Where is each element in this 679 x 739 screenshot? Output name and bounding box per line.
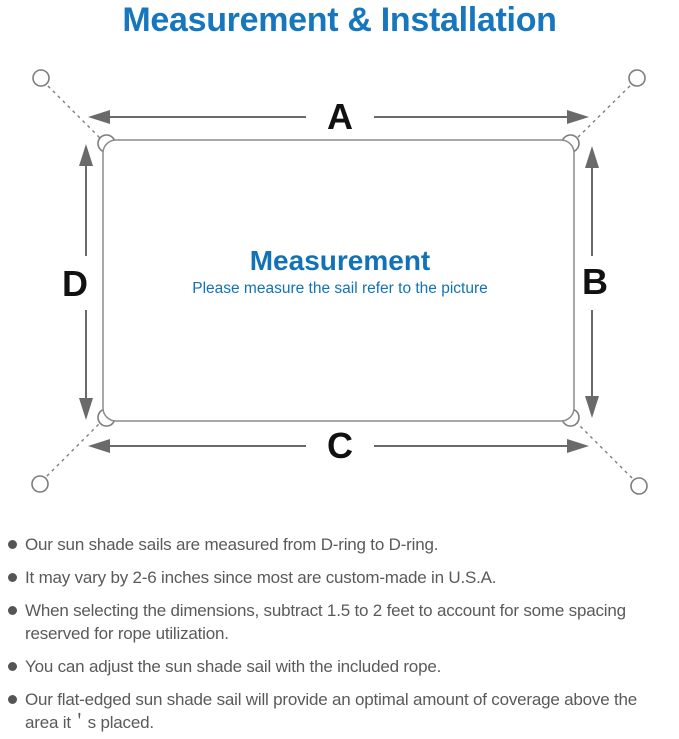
center-title: Measurement [250,245,431,276]
arrow-c-head-left [88,439,110,453]
note-text: You can adjust the sun shade sail with t… [25,657,442,676]
list-item: It may vary by 2-6 inches since most are… [8,566,669,589]
list-item: Our sun shade sails are measured from D-… [8,533,669,556]
rope-line-top-right [570,80,636,145]
bullet-icon [8,662,17,671]
dimension-labels: A B C D [62,96,608,466]
anchor-point-icon [31,475,49,493]
bullet-icon [8,695,17,704]
anchor-points [31,69,648,495]
rope-dashed-lines [41,80,638,484]
dimension-label-a: A [327,96,353,137]
anchor-point-icon [32,69,50,87]
note-text: Our sun shade sails are measured from D-… [25,535,439,554]
anchor-point-icon [628,69,646,87]
dimension-label-d: D [62,263,88,304]
arrow-b-head-bottom [585,396,599,418]
list-item: You can adjust the sun shade sail with t… [8,655,669,678]
anchor-point-icon [630,477,648,495]
arrow-d-head-top [79,144,93,166]
arrow-d-head-bottom [79,398,93,420]
note-text: When selecting the dimensions, subtract … [25,601,626,643]
rope-line-top-left [42,80,107,145]
list-item: When selecting the dimensions, subtract … [8,599,669,645]
dimension-label-b: B [582,261,608,302]
note-text: It may vary by 2-6 inches since most are… [25,568,497,587]
center-subtitle: Please measure the sail refer to the pic… [192,280,488,297]
arrow-a-head-left [88,110,110,124]
shade-sail-outline [102,139,575,422]
bullet-icon [8,606,17,615]
bullet-icon [8,573,17,582]
arrow-c-head-right [567,439,589,453]
bullet-icon [8,540,17,549]
dimension-arrows [79,110,599,453]
arrow-b-head-top [585,146,599,168]
notes-list: Our sun shade sails are measured from D-… [8,533,669,739]
note-text: Our flat-edged sun shade sail will provi… [25,690,638,732]
rope-line-bottom-right [570,416,638,484]
rope-line-bottom-left [41,416,107,482]
arrow-a-head-right [567,110,589,124]
dimension-label-c: C [327,425,353,466]
page-title: Measurement & Installation [122,1,557,39]
list-item: Our flat-edged sun shade sail will provi… [8,688,669,734]
